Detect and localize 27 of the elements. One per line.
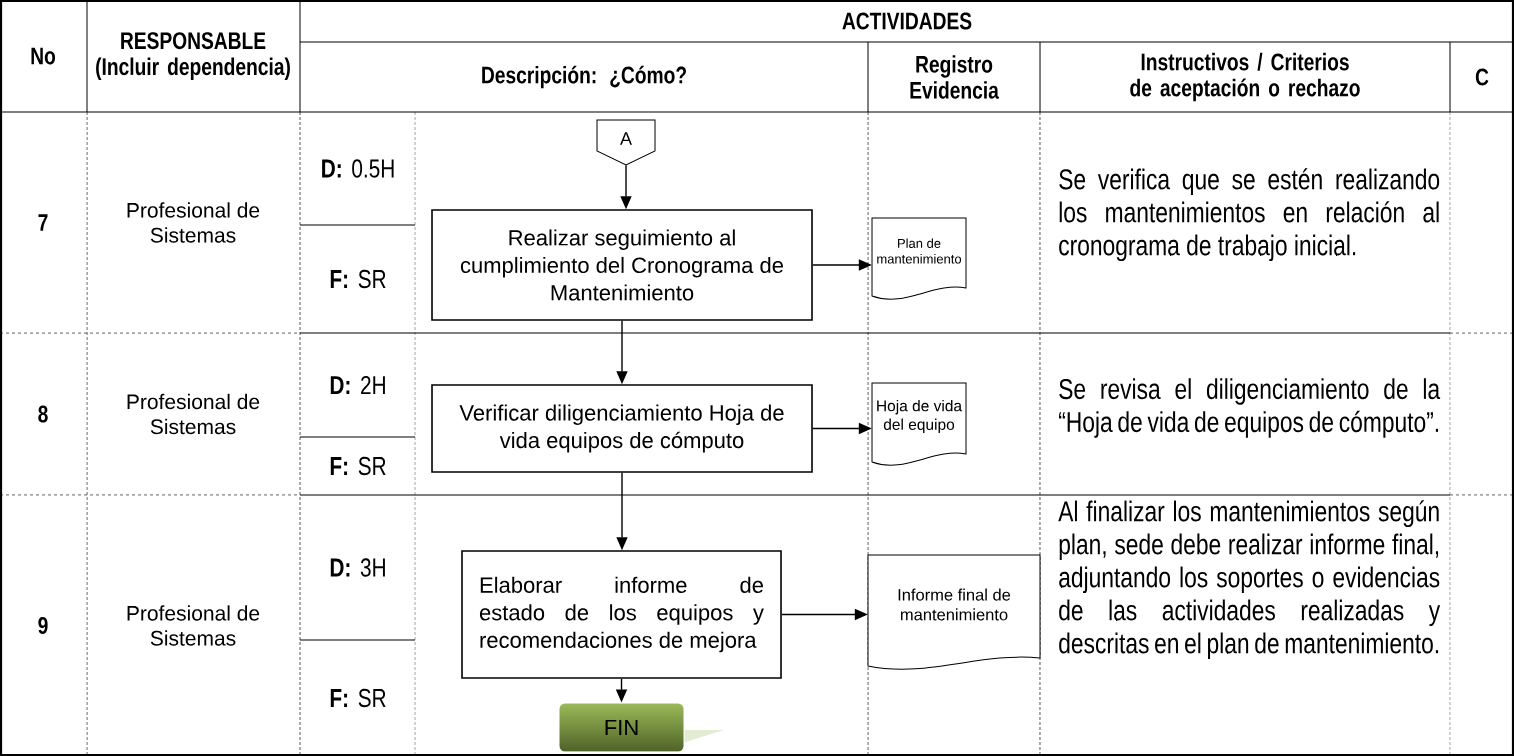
frequency-text: F: SR [330, 688, 386, 708]
process-box: Realizar seguimiento al cumplimiento del Cronograma de Mantenimiento [431, 209, 813, 321]
criteria-text: Se verifica que se estén realizando los mantenimientos en relación al cronograma de trabajo inicial. [1059, 168, 1440, 262]
column-header: Descripción: ¿Cómo? [482, 65, 686, 89]
duration-text: D: 0.5H [322, 159, 394, 178]
process-box: Elaborar informe de estado de los equipos y recomendaciones de mejora [461, 550, 782, 679]
responsible-text: Profesional de Sistemas [127, 393, 260, 435]
column-header: Registro Evidencia [910, 55, 999, 99]
frequency-text: F: SR [330, 456, 386, 476]
criteria-text: Se revisa el diligenciamiento de la “Hoja de vida de equipos de cómputo”. [1059, 378, 1441, 438]
process-box: Verificar diligenciamiento Hoja de vida equipos de cómputo [431, 384, 813, 473]
column-header: No [31, 47, 56, 65]
end-terminal: FIN [558, 702, 724, 753]
column-header: ACTIVIDADES [842, 12, 972, 30]
frequency-text: F: SR [330, 269, 386, 289]
column-header: C [1475, 68, 1489, 86]
column-header: Instructivos / Criterios de aceptación o rechazo [1130, 52, 1360, 102]
column-header: RESPONSABLE (Incluir dependencia) [96, 32, 290, 80]
duration-text: D: 3H [330, 558, 385, 577]
responsible-text: Profesional de Sistemas [127, 605, 260, 646]
criteria-text: Al finalizar los mantenimientos según plan, sede debe realizar informe final, adjuntando los soportes o evidencias de las actividades realizadas y descritas en el plan de mantenimiento. [1058, 500, 1441, 660]
row-number: 8 [38, 405, 48, 423]
off-page-connector: A [596, 119, 656, 166]
row-number: 9 [38, 617, 48, 634]
duration-text: D: 2H [330, 375, 385, 395]
row-number: 7 [38, 214, 48, 231]
responsible-text: Profesional de Sistemas [127, 202, 260, 243]
